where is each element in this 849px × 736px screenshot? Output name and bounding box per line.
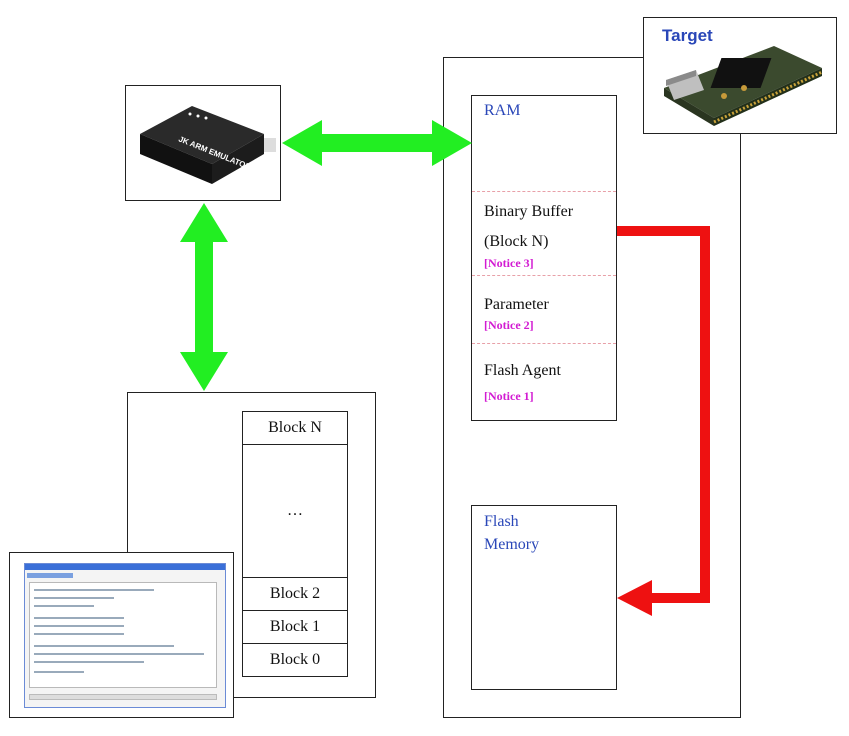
ram-divider-1 [472,191,616,192]
emulator-box: JK ARM EMULATOR [125,85,281,201]
notice-1: [Notice 1] [484,389,534,403]
block-0: Block 0 [242,643,348,677]
flash-line2: Memory [484,536,540,553]
binary-buffer-line2: (Block N) [484,233,549,250]
ram-box [471,95,617,421]
block-n-label: Block N [268,419,322,436]
block-1: Block 1 [242,610,348,644]
flash-line1: Flash [484,513,519,530]
notice-3: [Notice 3] [484,256,534,270]
block-0-label: Block 0 [269,651,321,668]
ram-title: RAM [484,102,521,119]
block-1-label: Block 1 [269,618,321,635]
flash-agent-label: Flash Agent [484,362,561,379]
notice-2: [Notice 2] [484,318,534,332]
pc-screenshot-box [9,552,234,718]
target-label: Target [662,26,713,45]
ram-divider-3 [472,343,616,344]
block-ellipsis: … [242,444,348,578]
target-photo-box: Target [643,17,837,134]
ram-divider-2 [472,275,616,276]
ellipsis-label: … [287,502,303,519]
block-2: Block 2 [242,577,348,611]
emulator-device-icon: JK ARM EMULATOR [140,106,276,184]
flash-memory-box [471,505,617,690]
target-board-icon [664,46,823,126]
block-2-label: Block 2 [269,585,321,602]
pc-window-screenshot-icon [24,563,226,708]
block-n: Block N [242,411,348,445]
parameter-label: Parameter [484,296,549,313]
green-vertical-arrow [180,203,228,391]
binary-buffer-line1: Binary Buffer [484,203,574,220]
